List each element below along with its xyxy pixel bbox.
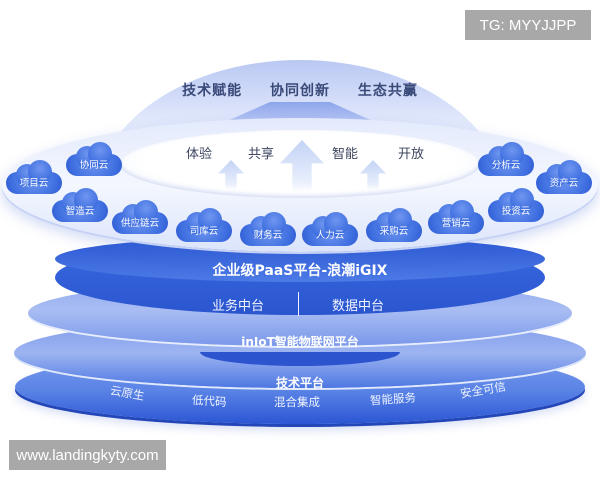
cloud-analytics: 分析云 xyxy=(478,142,534,176)
cloud-assets: 资产云 xyxy=(536,160,592,194)
slogan-ecosystem-win: 生态共赢 xyxy=(357,83,418,99)
middle-divider xyxy=(298,292,299,316)
tech-item-low-code: 低代码 xyxy=(191,392,227,410)
cloud-investment: 投资云 xyxy=(488,188,544,222)
cloud-treasury: 司库云 xyxy=(176,208,232,242)
cloud-smart-manufacturing: 智造云 xyxy=(52,188,108,222)
cloud-finance: 财务云 xyxy=(240,212,296,246)
tech-item-intelligent-services: 智能服务 xyxy=(369,390,417,408)
tech-platform-title: 技术平台 xyxy=(275,376,324,390)
value-sharing: 共享 xyxy=(248,147,275,162)
tech-item-hybrid-integration: 混合集成 xyxy=(274,395,320,409)
watermark-tg: TG: MYYJJPP xyxy=(465,10,591,40)
dome-slogans: 技术赋能 协同创新 生态共赢 xyxy=(0,80,600,100)
cloud-marketing: 营销云 xyxy=(428,200,484,234)
slogan-collaborative-innovation: 协同创新 xyxy=(270,83,330,99)
cloud-procurement: 采购云 xyxy=(366,208,422,242)
paas-title: 企业级PaaS平台-浪潮iGIX xyxy=(212,263,388,279)
cloud-supply-chain: 供应链云 xyxy=(112,200,168,234)
dome-peak xyxy=(225,102,375,122)
data-middle-platform: 数据中台 xyxy=(332,299,385,314)
slogan-tech-empowerment: 技术赋能 xyxy=(182,83,243,99)
cloud-collaboration: 协同云 xyxy=(66,142,122,176)
business-middle-platform: 业务中台 xyxy=(212,299,265,314)
tech-platform-inner-shadow xyxy=(200,352,400,366)
iot-title: inIoT智能物联网平台 xyxy=(241,335,359,349)
value-experience: 体验 xyxy=(186,147,213,162)
cloud-hr: 人力云 xyxy=(302,212,358,246)
value-intelligence: 智能 xyxy=(332,147,359,162)
cloud-project: 项目云 xyxy=(6,160,62,194)
watermark-url: www.landingkyty.com xyxy=(9,440,166,470)
value-openness: 开放 xyxy=(398,147,425,162)
